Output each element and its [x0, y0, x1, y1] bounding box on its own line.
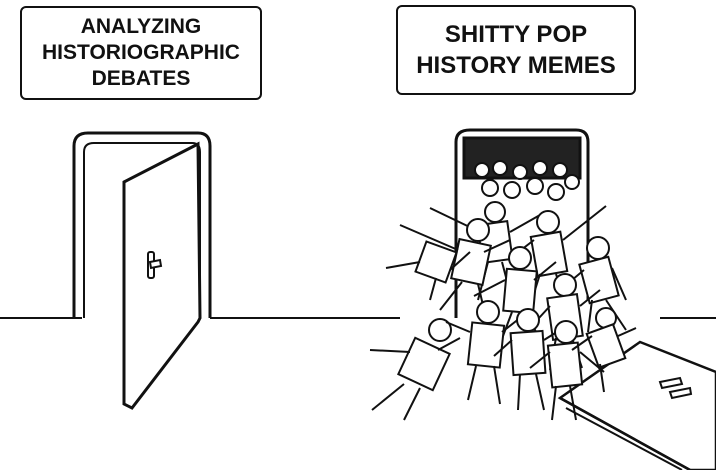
stick-figure-icon — [399, 218, 511, 319]
empty-door — [72, 131, 212, 410]
stick-figure-icon — [571, 307, 637, 393]
sign-shitty-pop-history-memes: SHITTY POP HISTORY MEMES — [396, 5, 636, 95]
sign-analyzing-historiographic-debates: ANALYZING HISTORIOGRAPHIC DEBATES — [20, 6, 262, 100]
stick-figure-icon — [493, 308, 561, 411]
stick-figure-icon — [385, 240, 471, 301]
door-handle-icon — [147, 251, 163, 279]
stick-figure-crowd — [369, 160, 637, 421]
door-handle-icon — [658, 376, 693, 400]
sign-right-text: SHITTY POP HISTORY MEMES — [416, 21, 616, 79]
fallen-door — [557, 340, 716, 470]
sign-left-text: ANALYZING HISTORIOGRAPHIC DEBATES — [42, 15, 240, 90]
stick-figure-icon — [473, 246, 557, 345]
stick-figure-icon — [529, 320, 605, 421]
crowd-back-heads — [474, 160, 580, 201]
stick-figure-icon — [369, 318, 461, 421]
